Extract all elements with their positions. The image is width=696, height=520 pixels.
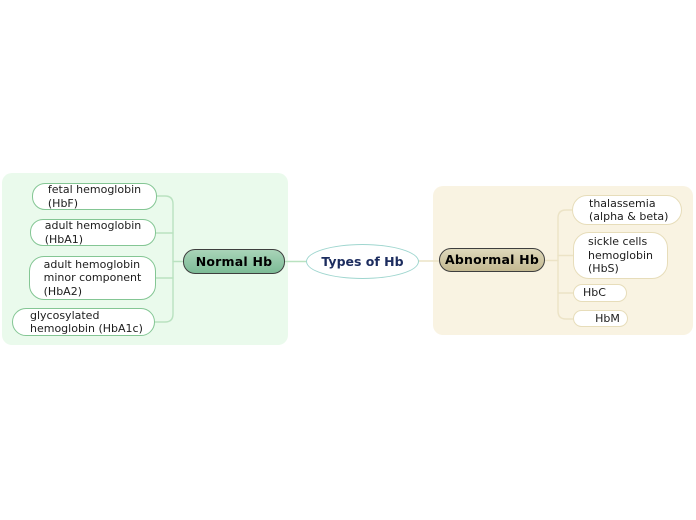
leaf-node-label: thalassemia (alpha & beta) [589, 196, 669, 224]
root-node-label: Types of Hb [321, 253, 404, 269]
abnormal-branch-node[interactable]: Abnormal Hb [439, 248, 545, 272]
leaf-node-label: glycosylated hemoglobin (HbA1c) [30, 308, 143, 336]
normal-branch-label: Normal Hb [195, 253, 273, 269]
root-node[interactable]: Types of Hb [306, 244, 419, 279]
leaf-node-label: adult hemoglobin minor component (HbA2) [43, 257, 142, 298]
leaf-node-hbc[interactable]: HbC [573, 284, 627, 302]
leaf-node-hbm[interactable]: HbM [573, 310, 628, 327]
leaf-node-hba1c[interactable]: glycosylated hemoglobin (HbA1c) [12, 308, 155, 336]
leaf-node-label: HbM [595, 311, 620, 325]
leaf-node-hba2[interactable]: adult hemoglobin minor component (HbA2) [29, 256, 156, 300]
normal-branch-node[interactable]: Normal Hb [183, 249, 285, 274]
leaf-node-label: fetal hemoglobin (HbF) [47, 183, 142, 210]
leaf-node-label: HbC [583, 286, 606, 300]
leaf-node-label: sickle cells hemoglobin (HbS) [588, 235, 653, 276]
leaf-node-hbs[interactable]: sickle cells hemoglobin (HbS) [573, 232, 668, 279]
leaf-node-hba1[interactable]: adult hemoglobin (HbA1) [30, 219, 156, 246]
leaf-node-hbf[interactable]: fetal hemoglobin (HbF) [32, 183, 157, 210]
leaf-node-label: adult hemoglobin (HbA1) [44, 219, 142, 246]
leaf-node-thalassemia[interactable]: thalassemia (alpha & beta) [572, 195, 682, 225]
abnormal-branch-label: Abnormal Hb [445, 252, 539, 268]
